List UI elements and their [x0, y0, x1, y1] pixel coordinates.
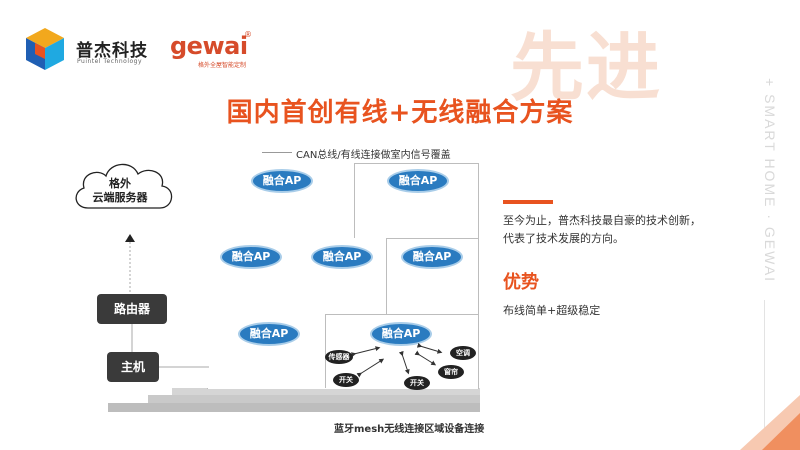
building-step: [108, 403, 480, 412]
upload-arrow-icon: [125, 234, 135, 294]
caption-mesh: 蓝牙mesh无线连接区域设备连接: [334, 424, 485, 435]
fusion-ap-node: 融合AP: [311, 245, 373, 269]
caption-connector-line: [262, 152, 292, 153]
device-sensor: 传感器: [325, 350, 353, 364]
gewai-registered-mark: ®: [244, 30, 252, 39]
device-switch: 开关: [404, 376, 430, 390]
fusion-ap-node: 融合AP: [370, 322, 432, 346]
building-step: [172, 388, 480, 395]
cloud-label-line2: 云端服务器: [92, 191, 148, 204]
fusion-ap-node: 融合AP: [238, 322, 300, 346]
router-box: 路由器: [97, 294, 167, 324]
description-text: 至今为止，普杰科技最自豪的技术创新， 代表了技术发展的方向。: [503, 212, 733, 248]
cloud-server-label: 格外 云端服务器: [90, 177, 150, 205]
decorative-line: [764, 300, 765, 450]
advantage-title: 优势: [503, 272, 539, 293]
gewai-logo: gewai: [170, 32, 248, 60]
description-line2: 代表了技术发展的方向。: [503, 232, 624, 245]
decorative-heading: 先进: [510, 25, 662, 111]
gewai-subtitle: 格外全屋智能定制: [198, 62, 247, 69]
device-switch: 开关: [333, 373, 359, 387]
caption-wired: CAN总线/有线连接做室内信号覆盖: [296, 150, 451, 161]
host-box: 主机: [107, 352, 159, 382]
decorative-vertical-text: + SMART HOME · GEWAI: [762, 78, 778, 284]
router-host-connector: [131, 324, 133, 352]
cloud-label-line1: 格外: [109, 177, 131, 190]
fusion-ap-node: 融合AP: [220, 245, 282, 269]
mesh-arrows: [350, 342, 443, 378]
company-name: 普杰科技: [76, 41, 148, 61]
fusion-ap-node: 融合AP: [387, 169, 449, 193]
device-air-conditioner: 空调: [450, 346, 476, 360]
fusion-ap-node: 融合AP: [401, 245, 463, 269]
fusion-ap-node: 融合AP: [251, 169, 313, 193]
puintel-logo-icon: [26, 28, 64, 70]
advantage-description: 布线简单+超级稳定: [503, 304, 601, 317]
accent-bar: [503, 200, 553, 204]
page-title: 国内首创有线+无线融合方案: [226, 98, 574, 128]
building-step: [148, 395, 480, 403]
cloud-icon: [75, 163, 173, 209]
device-curtain: 窗帘: [438, 365, 464, 379]
description-line1: 至今为止，普杰科技最自豪的技术创新，: [503, 214, 701, 227]
host-building-connector: [159, 366, 209, 368]
corner-decoration: [740, 395, 800, 450]
company-subtitle: Puintel Technology: [77, 58, 143, 65]
